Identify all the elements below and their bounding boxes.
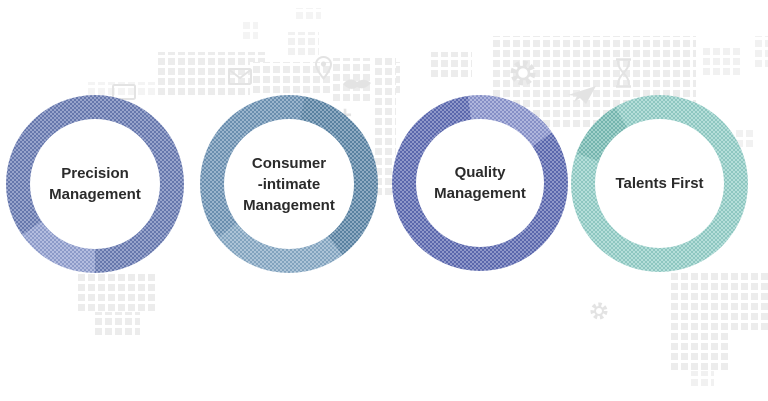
ring-quality-management: Quality Management — [392, 95, 568, 271]
bird-icon — [343, 76, 371, 92]
ring-inner-circle: Talents First — [595, 119, 724, 248]
map-pattern-cluster — [240, 20, 258, 42]
map-pattern-cluster — [688, 371, 714, 389]
ring-inner-circle: Consumer -intimate Management — [224, 119, 354, 249]
map-pattern-cluster — [700, 48, 742, 78]
map-pattern-cluster — [668, 271, 768, 333]
ring-inner-circle: Quality Management — [416, 119, 544, 247]
paper-plane-icon — [568, 86, 596, 104]
map-pattern-cluster — [293, 8, 321, 22]
map-pattern-cluster — [92, 312, 140, 338]
map-pattern-cluster — [428, 52, 472, 80]
location-pin-icon — [315, 56, 332, 80]
ring-inner-circle: Precision Management — [30, 119, 160, 249]
ring-label: Quality Management — [434, 164, 526, 202]
map-pattern-cluster — [155, 52, 267, 98]
map-pattern-cluster — [285, 32, 319, 58]
gear-small-icon — [590, 302, 608, 320]
ring-label: Consumer -intimate Management — [243, 154, 335, 214]
map-pattern-cluster — [75, 272, 157, 314]
ring-precision-management: Precision Management — [6, 95, 184, 273]
ring-label: Precision Management — [49, 165, 141, 203]
hourglass-icon — [615, 58, 632, 88]
ring-talents-first: Talents First — [571, 95, 748, 272]
gear-icon — [510, 60, 536, 86]
ring-label: Talents First — [615, 175, 704, 192]
map-pattern-cluster — [752, 36, 768, 70]
ring-consumer-intimate-management: Consumer -intimate Management — [200, 95, 378, 273]
map-pattern-cluster — [668, 331, 730, 373]
envelope-icon — [228, 68, 252, 85]
map-pattern-cluster — [85, 82, 157, 98]
